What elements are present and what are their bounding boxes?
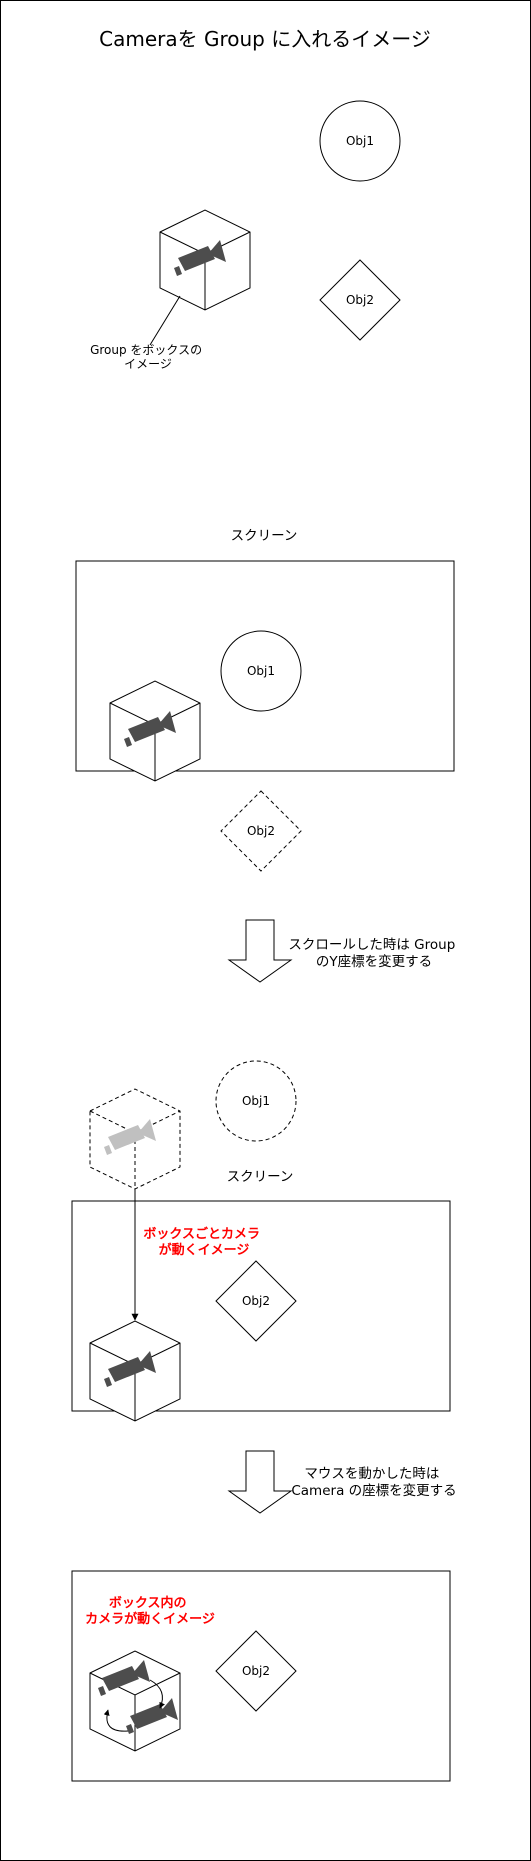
box-move-note-line-1: ボックスごとカメラ [143, 1226, 260, 1242]
camera-move-note: ボックス内の カメラが動くイメージ [85, 1595, 215, 1627]
down-block-arrow-2 [227, 1450, 293, 1514]
diagram-title: Cameraを Group に入れるイメージ [99, 27, 431, 51]
box-move-note-line-2: が動くイメージ [159, 1242, 250, 1258]
camera-move-note-line-2: カメラが動くイメージ [85, 1611, 215, 1627]
mouse-caption: マウスを動かした時は Camera の座標を変更する [291, 1466, 456, 1499]
screen-2 [71, 1200, 451, 1412]
obj1-circle-dashed [215, 1060, 297, 1142]
scroll-caption-line-1: スクロールした時は Group [288, 937, 455, 953]
obj2-label: Obj2 [346, 293, 374, 307]
group-label-line-2: イメージ [124, 357, 172, 371]
rotate-arrow-right [149, 1679, 165, 1709]
rotate-arrow-left [103, 1709, 129, 1732]
screen-label-1: スクリーン [231, 528, 298, 544]
obj1-label-2: Obj1 [247, 664, 275, 678]
section-1: Obj1 Obj2 Group をボックスの イメージ [90, 100, 401, 371]
obj1-circle-2 [220, 630, 302, 712]
group-leader-line [149, 295, 181, 346]
obj2-label-4: Obj2 [242, 1664, 270, 1678]
obj2-label-2: Obj2 [247, 824, 275, 838]
mouse-caption-line-1: マウスを動かした時は [304, 1466, 439, 1482]
obj1-label: Obj1 [346, 134, 374, 148]
screen-3 [71, 1570, 451, 1782]
screen-1 [75, 560, 455, 772]
box-move-note: ボックスごとカメラ が動くイメージ [143, 1226, 264, 1258]
down-block-arrow-1 [227, 919, 293, 983]
obj2-diamond [319, 259, 401, 341]
group-label: Group をボックスの イメージ [90, 343, 206, 371]
obj2-diamond-dashed [220, 790, 302, 872]
obj1-label-3: Obj1 [242, 1094, 270, 1108]
screen-label-2: スクリーン [227, 1169, 294, 1185]
section-3: Obj1 スクリーン ボックスごとカメラ が動くイメージ Obj2 [71, 1060, 451, 1422]
obj2-label-3: Obj2 [242, 1294, 270, 1308]
camera-move-note-line-1: ボックス内の [109, 1595, 187, 1611]
group-label-line-1: Group をボックスの [90, 343, 202, 357]
scroll-caption-line-2: のY座標を変更する [316, 953, 432, 970]
scroll-caption: スクロールした時は Group のY座標を変更する [288, 937, 459, 970]
group-box-cube-4 [89, 1650, 181, 1752]
obj1-circle [319, 100, 401, 182]
obj2-diamond-4 [215, 1630, 297, 1712]
section-4: ボックス内の カメラが動くイメージ Obj2 [71, 1570, 451, 1782]
mouse-caption-line-2: Camera の座標を変更する [291, 1482, 456, 1499]
section-2: スクリーン Obj1 Obj2 [75, 528, 455, 872]
obj2-diamond-3 [215, 1260, 297, 1342]
